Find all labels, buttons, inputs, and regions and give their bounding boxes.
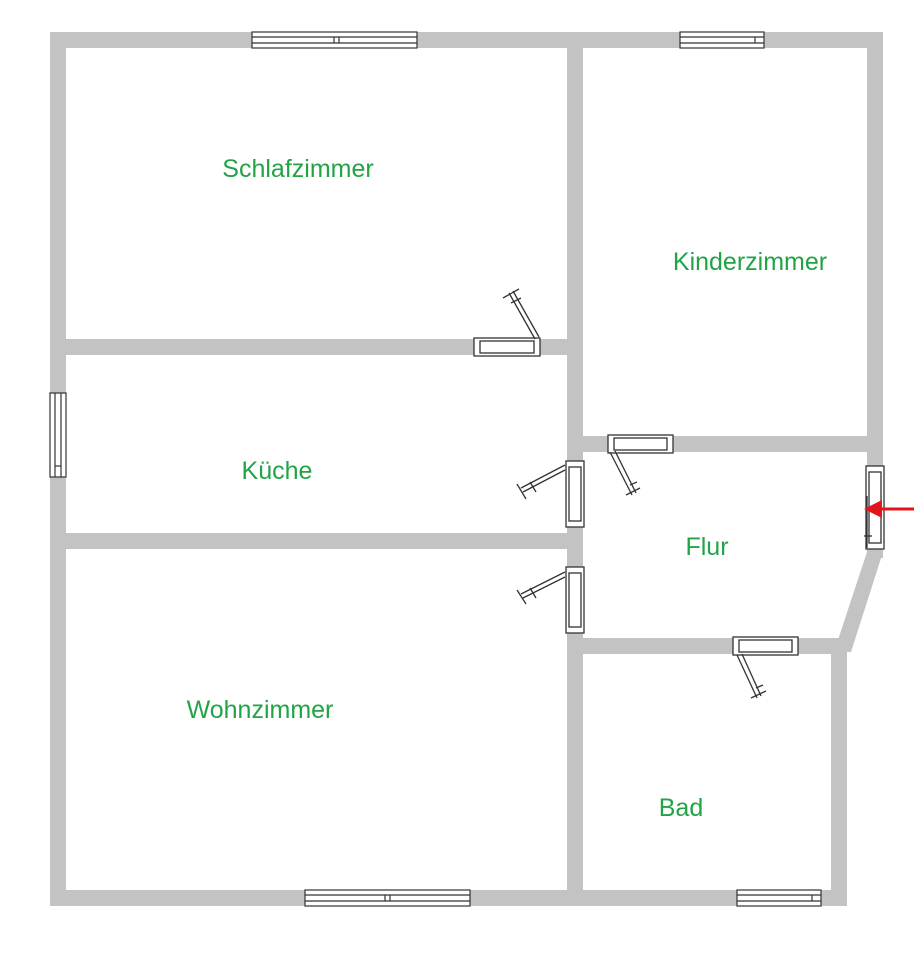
wall-diagonal	[834, 552, 883, 652]
door-schlafzimmer	[473, 288, 541, 357]
room-label-wohnzimmer: Wohnzimmer	[187, 696, 334, 724]
room-label-flur: Flur	[685, 533, 728, 561]
wall-kueche-wohnzimmer	[50, 533, 583, 549]
arrow-left-icon	[864, 500, 914, 518]
window-bottom-wohnzimmer	[304, 889, 471, 907]
room-label-schlafzimmer: Schlafzimmer	[222, 155, 373, 183]
wall-right-lower	[831, 638, 847, 906]
window-left-kueche	[49, 392, 67, 478]
door-kinderzimmer	[607, 434, 674, 496]
wall-schlafzimmer-kueche	[50, 339, 583, 355]
room-label-kueche: Küche	[242, 457, 313, 485]
room-label-kinderzimmer: Kinderzimmer	[673, 248, 827, 276]
door-wohnzimmer	[516, 566, 585, 634]
doors	[473, 288, 885, 699]
walls	[50, 32, 883, 906]
windows	[49, 31, 822, 907]
door-bad	[732, 636, 799, 699]
window-top-kinderzimmer	[679, 31, 765, 49]
wall-right-upper	[867, 32, 883, 558]
room-label-bad: Bad	[659, 794, 703, 822]
window-top-schlafzimmer	[251, 31, 418, 49]
door-kueche	[516, 460, 585, 528]
wall-flur-bad	[567, 638, 847, 654]
window-bottom-bad	[736, 889, 822, 907]
